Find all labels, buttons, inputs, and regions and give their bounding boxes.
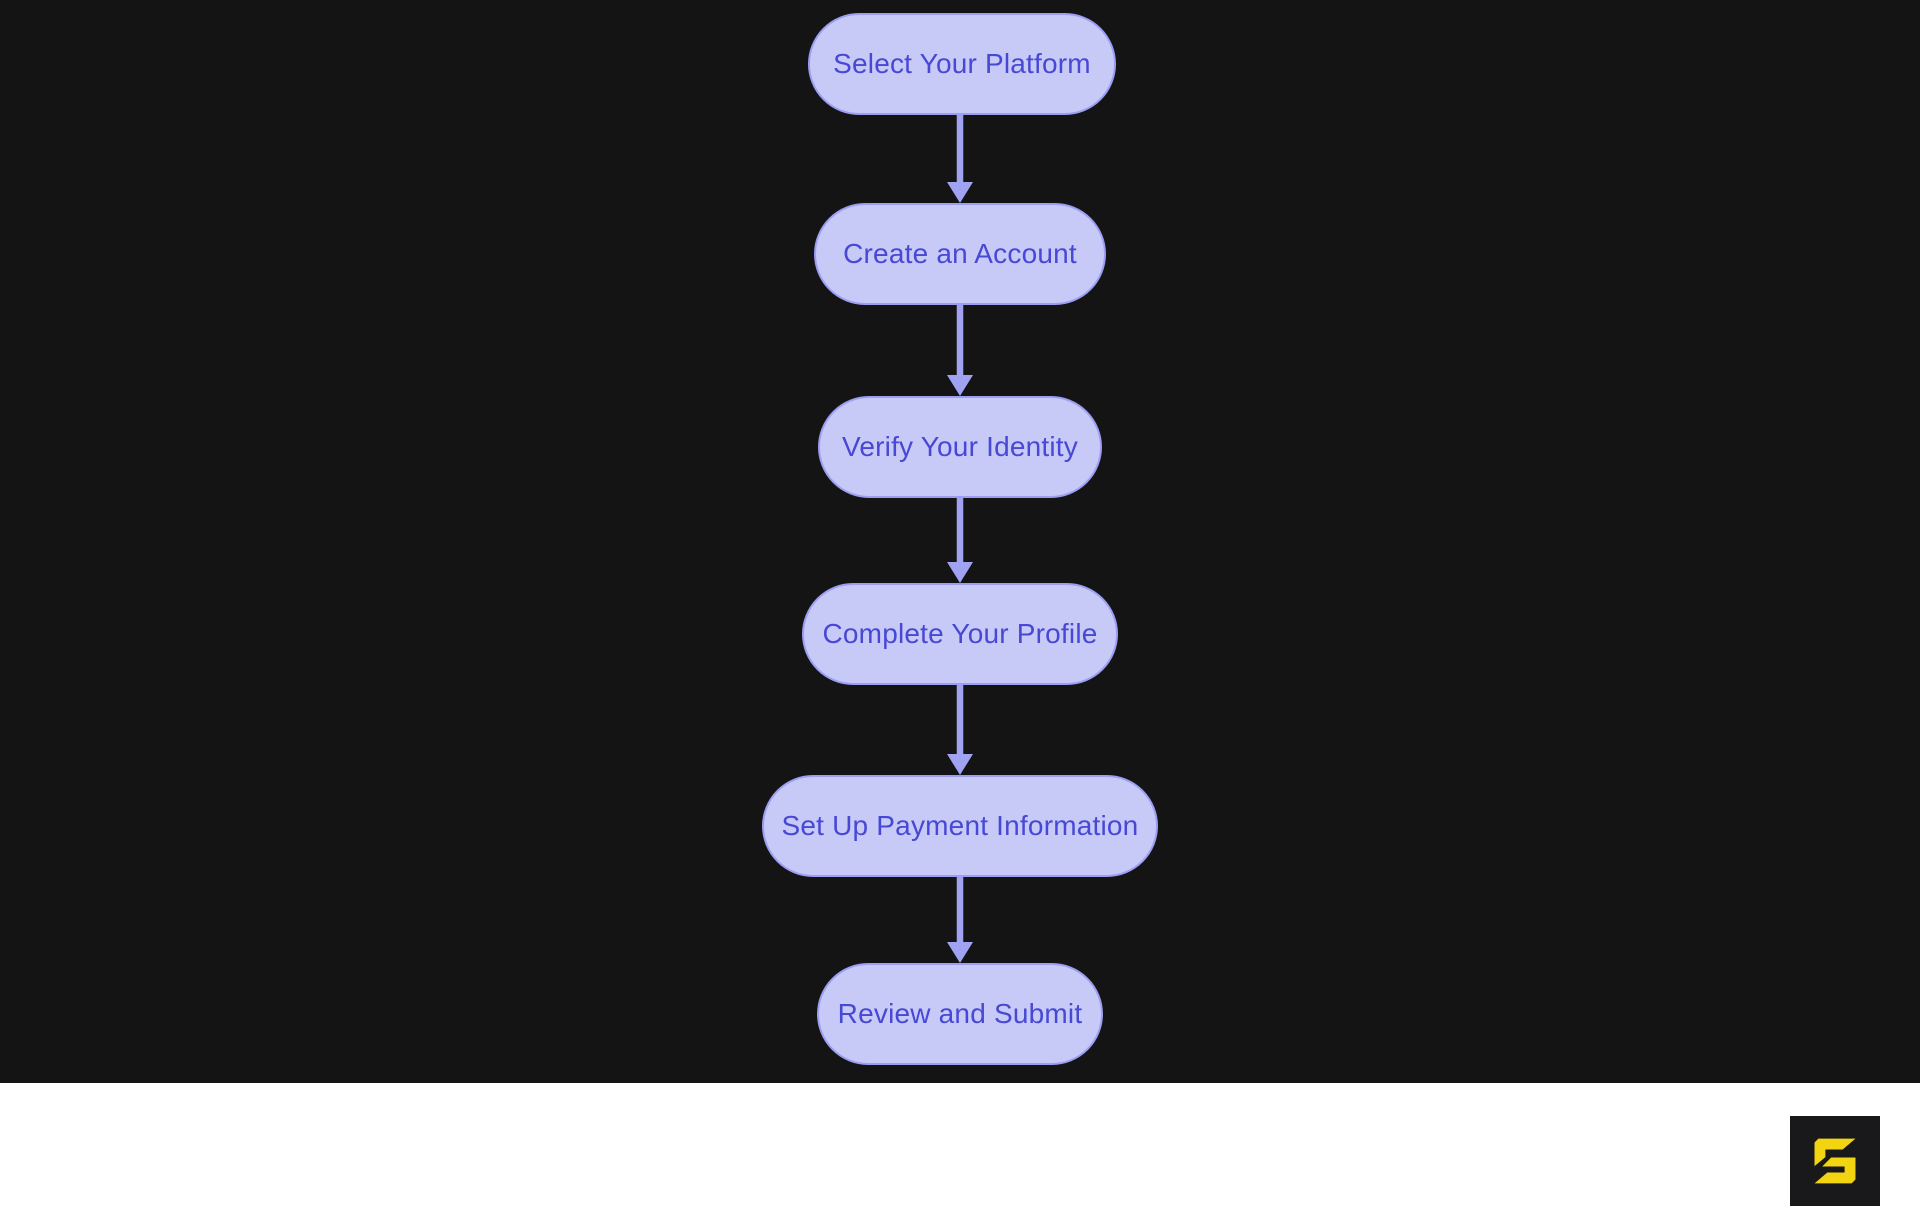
flow-node-label: Complete Your Profile [822,618,1098,649]
flow-node-review-submit: Review and Submit [817,963,1103,1065]
flow-node-complete-profile: Complete Your Profile [802,583,1118,685]
footer-band [0,1083,1920,1215]
arrow-icon [947,685,973,775]
flow-node-create-account: Create an Account [814,203,1106,305]
flow-node-label: Verify Your Identity [842,431,1078,462]
arrow-icon [947,877,973,963]
flow-node-setup-payment: Set Up Payment Information [762,775,1158,877]
arrow-icon [947,305,973,396]
flow-node-verify-identity: Verify Your Identity [818,396,1102,498]
brand-logo-tile [1790,1116,1880,1206]
flow-node-label: Review and Submit [837,998,1083,1029]
flow-node-label: Select Your Platform [833,48,1091,79]
flow-connectors [947,115,973,963]
arrow-icon [947,498,973,583]
flow-node-label: Create an Account [843,238,1077,269]
arrow-icon [947,115,973,203]
flowchart-canvas: Select Your Platform Create an Account V… [0,0,1920,1083]
flow-node-select-platform: Select Your Platform [808,13,1116,115]
flow-node-label: Set Up Payment Information [781,810,1139,841]
angular-s-logo-icon [1814,1138,1856,1184]
